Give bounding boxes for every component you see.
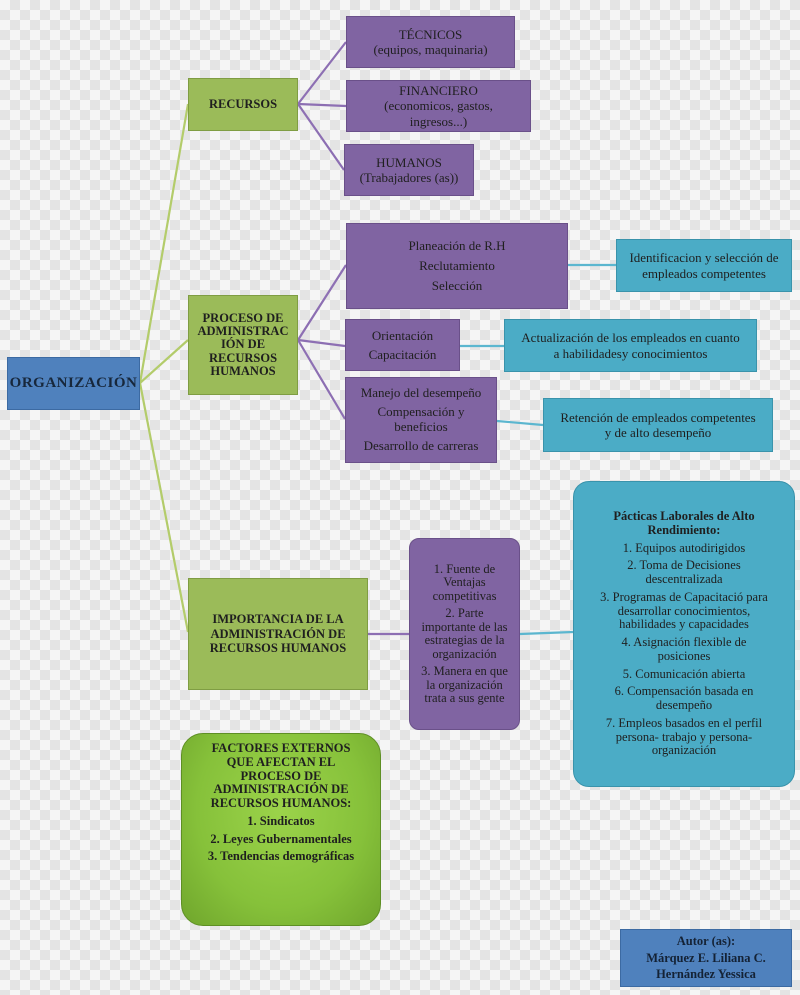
branch-importancia: IMPORTANCIA DE LA ADMINISTRACIÓN DE RECU… [188,578,368,690]
recursos-item-financiero: FINANCIERO (economicos, gastos, ingresos… [346,80,531,132]
proceso-result-retencion: Retención de empleados competentes y de … [543,398,773,452]
connector-root-proceso [139,339,189,384]
connector-root-importancia [138,382,190,633]
branch-proceso: PROCESO DE ADMINISTRAC IÓN DE RECURSOS H… [188,295,298,395]
connector-recursos-tecnicos [297,41,347,105]
proceso-item-manejo: Manejo del desempeño Compensación y bene… [345,377,497,463]
recursos-item-tecnicos: TÉCNICOS (equipos, maquinaria) [346,16,515,68]
recursos-item-humanos: HUMANOS (Trabajadores (as)) [344,144,474,196]
branch-recursos-label: RECURSOS [208,97,278,112]
importancia-reasons: 1. Fuente de Ventajas competitivas 2. Pa… [409,538,520,730]
connector-root-recursos [138,103,190,384]
proceso-item-orientacion: Orientación Capacitación [345,319,460,371]
connector-manejo-result [496,419,544,427]
practicas-laborales: Pácticas Laborales de Alto Rendimiento: … [573,481,795,787]
branch-recursos: RECURSOS [188,78,298,131]
root-node-organizacion: ORGANIZACIÓN [7,357,140,410]
connector-proceso-orientacion [297,338,346,348]
factores-externos: FACTORES EXTERNOS QUE AFECTAN EL PROCESO… [181,733,381,926]
author-box: Autor (as): Márquez E. Liliana C. Hernán… [620,929,792,987]
connector-recursos-financiero [297,102,347,108]
proceso-result-actualizacion: Actualización de los empleados en cuanto… [504,319,757,372]
connector-recursos-humanos [297,103,345,171]
proceso-result-identificacion: Identificacion y selección de empleados … [616,239,792,292]
connector-proceso-manejo [297,339,346,420]
connector-reasons-practices [519,630,574,636]
proceso-item-planeacion: Planeación de R.H Reclutamiento Selecció… [346,223,568,309]
connector-proceso-planeacion [297,264,347,341]
root-label: ORGANIZACIÓN [9,374,138,391]
